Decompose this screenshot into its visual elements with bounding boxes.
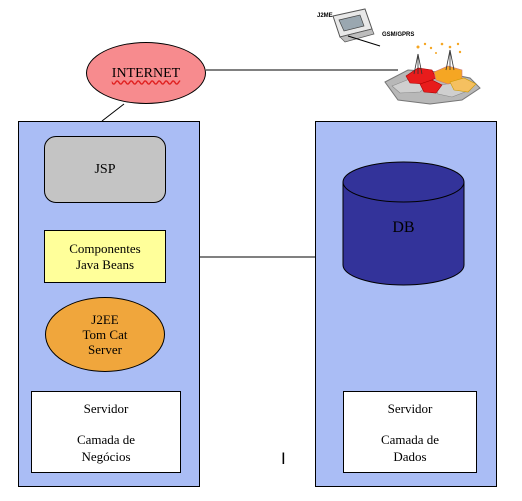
phone-icon <box>332 8 381 47</box>
components-label: Componentes Java Beans <box>69 240 141 272</box>
data-caption-line1: Servidor <box>387 401 433 416</box>
tomcat-server-node: J2EE Tom Cat Server <box>45 297 165 372</box>
data-server-caption: Servidor Camada de Dados <box>343 391 477 473</box>
business-caption-line2: Camada de <box>76 432 136 447</box>
j2me-label: J2ME <box>317 13 333 19</box>
text-cursor-icon: I <box>281 449 286 468</box>
business-server-caption: Servidor Camada de Negócios <box>31 391 181 473</box>
business-caption-line1: Servidor <box>83 401 129 416</box>
db-label: DB <box>392 219 415 236</box>
data-caption-line3: Dados <box>393 449 427 464</box>
internet-node: INTERNET <box>86 42 206 104</box>
internet-to-server-line <box>101 103 125 122</box>
tomcat-label: J2EE Tom Cat Server <box>82 312 128 357</box>
network-base-icon <box>384 42 481 105</box>
antenna-tower-icon <box>413 49 455 75</box>
business-caption-line3: Negócios <box>81 449 131 464</box>
jsp-label: JSP <box>94 162 116 177</box>
jsp-box: JSP <box>44 136 166 203</box>
java-beans-components-box: Componentes Java Beans <box>44 230 166 283</box>
data-caption-line2: Camada de <box>380 432 440 447</box>
internet-label: INTERNET <box>111 65 181 81</box>
gsm-gprs-label: GSM/GPRS <box>382 32 415 38</box>
